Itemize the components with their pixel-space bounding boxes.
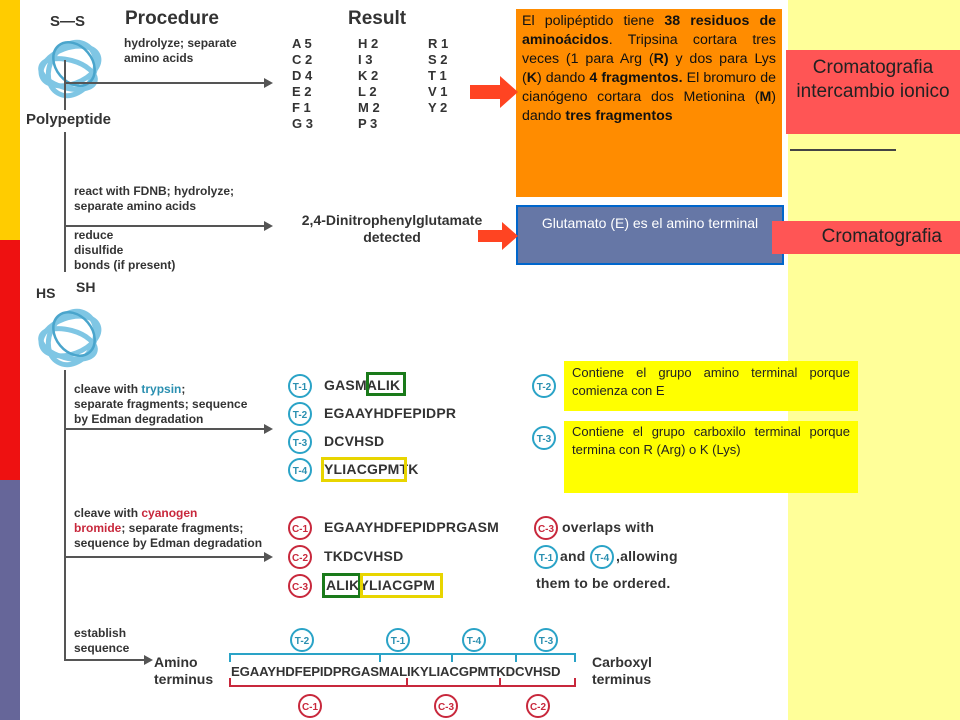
disulfide-label: S—S <box>50 14 85 29</box>
arrow-2 <box>64 225 264 227</box>
seq-t2: EGAAYHDFEPIDPR <box>324 405 456 421</box>
arrowhead-1 <box>264 78 273 88</box>
final-badge-c3: C-3 <box>434 694 458 718</box>
final-badge-c2: C-2 <box>526 694 550 718</box>
final-badge-t1: T-1 <box>386 628 410 652</box>
underline-decoration <box>790 149 896 151</box>
final-badge-t4: T-4 <box>462 628 486 652</box>
final-badge-t2: T-2 <box>290 628 314 652</box>
badge-c3: C-3 <box>288 574 312 598</box>
overlap-text-4: them to be ordered. <box>536 575 670 591</box>
red-arrow-1 <box>470 76 518 108</box>
badge-t1: T-1 <box>288 374 312 398</box>
polypeptide-label: Polypeptide <box>26 112 111 127</box>
arrow-5 <box>64 659 144 661</box>
arrow-3 <box>64 428 264 430</box>
seq-t3: DCVHSD <box>324 433 384 449</box>
composition-column-1: A 5 C 2 D 4 E 2 F 1 G 3 <box>292 36 313 132</box>
result-header: Result <box>348 8 406 30</box>
highlight-yliacgpm-c3 <box>360 573 443 598</box>
final-badge-c1: C-1 <box>298 694 322 718</box>
overlap-text-1: overlaps with <box>562 519 654 535</box>
flow-line-2 <box>64 132 66 272</box>
left-bar-yellow <box>0 0 20 240</box>
left-bar-red <box>0 240 20 480</box>
cromatografia-label: Cromatografia <box>772 221 960 254</box>
step-fdnb: react with FDNB; hydrolyze; separate ami… <box>74 184 234 214</box>
arrowhead-2 <box>264 221 273 231</box>
cromatografia-ionico-label: Cromatografia intercambio ionico <box>786 50 960 134</box>
badge-t1-overlap: T-1 <box>534 545 558 569</box>
arrowhead-3 <box>264 424 273 434</box>
composition-column-3: R 1 S 2 T 1 V 1 Y 2 <box>428 36 448 116</box>
overlap-text-3: ,allowing <box>616 548 678 564</box>
red-arrow-2 <box>478 222 518 250</box>
procedure-header: Procedure <box>125 8 219 30</box>
dnp-result: 2,4-Dinitrophenylglutamate detected <box>282 212 502 246</box>
yellow-note-amino: Contiene el grupo amino terminal porque … <box>564 361 858 411</box>
arrowhead-5 <box>144 655 153 665</box>
step-trypsin: cleave with trypsin; separate fragments;… <box>74 382 247 427</box>
amino-terminus-label: Amino terminus <box>154 654 213 688</box>
step-reduce: reduce disulfide bonds (if present) <box>74 228 175 273</box>
flow-line-3 <box>64 370 66 660</box>
composition-column-2: H 2 I 3 K 2 L 2 M 2 P 3 <box>358 36 380 132</box>
seq-c1: EGAAYHDFEPIDPRGASM <box>324 519 499 535</box>
step-hydrolyze: hydrolyze; separate amino acids <box>124 36 237 66</box>
step-cyanogen: cleave with cyanogen bromide; separate f… <box>74 506 262 551</box>
badge-t2: T-2 <box>288 402 312 426</box>
blue-note: Glutamato (E) es el amino terminal <box>516 205 784 265</box>
seq-c2: TKDCVHSD <box>324 548 403 564</box>
arrow-1 <box>64 82 264 84</box>
highlight-yliacgpm-t4 <box>321 457 407 482</box>
arrow-4 <box>64 556 264 558</box>
final-badge-t3: T-3 <box>534 628 558 652</box>
overlap-text-2: and <box>560 548 586 564</box>
arrowhead-4 <box>264 552 273 562</box>
highlight-alik-t1 <box>366 372 406 396</box>
badge-t3-right: T-3 <box>532 426 556 450</box>
badge-t4: T-4 <box>288 458 312 482</box>
full-sequence: EGAAYHDFEPIDPRGASMALIKYLIACGPMTKDCVHSD <box>231 664 560 679</box>
badge-c2: C-2 <box>288 545 312 569</box>
step-establish: establish sequence <box>74 626 129 656</box>
badge-t3: T-3 <box>288 430 312 454</box>
reduced-protein-ribbon-icon <box>22 290 122 380</box>
badge-c3-overlap: C-3 <box>534 516 558 540</box>
badge-c1: C-1 <box>288 516 312 540</box>
orange-note: El polipéptido tiene 38 residuos de amin… <box>516 9 782 197</box>
left-bar-purple <box>0 480 20 720</box>
hs-label: HS <box>36 286 55 301</box>
badge-t4-overlap: T-4 <box>590 545 614 569</box>
yellow-note-carboxyl: Contiene el grupo carboxilo terminal por… <box>564 421 858 493</box>
flow-line-1 <box>64 60 66 110</box>
badge-t2-right: T-2 <box>532 374 556 398</box>
sh-label: SH <box>76 280 95 295</box>
highlight-alik-c3 <box>322 573 361 598</box>
carboxyl-terminus-label: Carboxyl terminus <box>592 654 652 688</box>
